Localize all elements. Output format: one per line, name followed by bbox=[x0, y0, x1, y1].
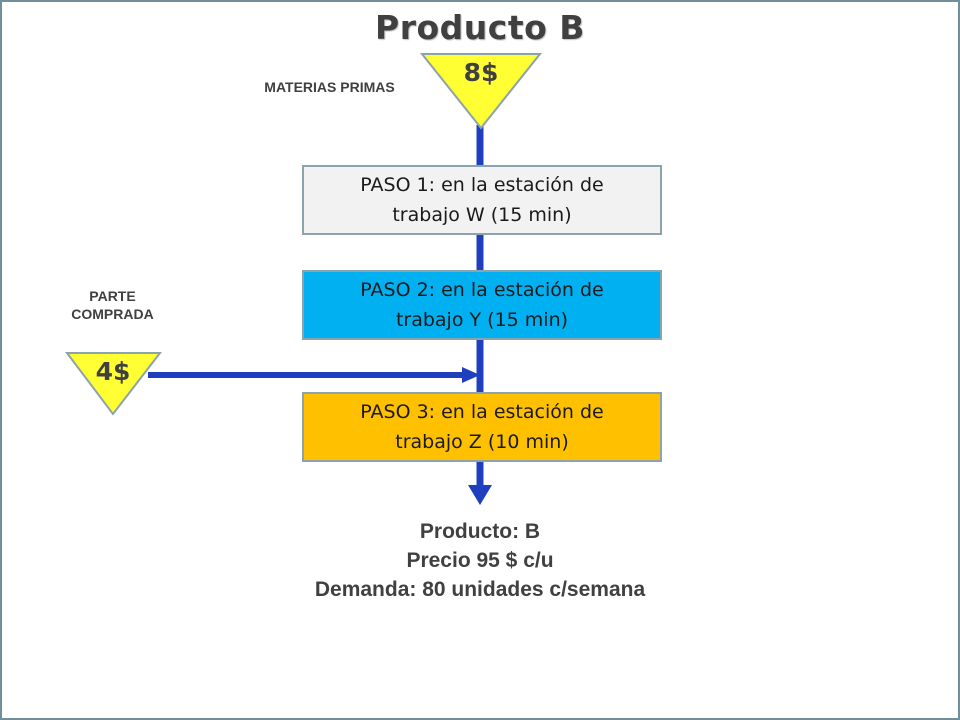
purchased-part-triangle bbox=[64, 352, 163, 416]
product-name: Producto: B bbox=[419, 520, 541, 543]
step-1-line2: trabajo W (15 min) bbox=[392, 204, 572, 226]
purchased-part-label: PARTE COMPRADA bbox=[45, 287, 180, 323]
step-3-line2: trabajo Z (10 min) bbox=[395, 431, 569, 453]
step-1-line1: PASO 1: en la estación de bbox=[360, 174, 604, 196]
raw-material-label: MATERIAS PRIMAS bbox=[264, 79, 395, 95]
product-price: Precio 95 $ c/u bbox=[406, 549, 554, 572]
step-3-line1: PASO 3: en la estación de bbox=[360, 401, 604, 423]
raw-material-cost: 8$ bbox=[463, 58, 499, 87]
purchased-part-label-line2: COMPRADA bbox=[71, 306, 154, 322]
step-box-1: PASO 1: en la estación de trabajo W (15 … bbox=[302, 165, 662, 235]
product-info: Producto: B Precio 95 $ c/u Demanda: 80 … bbox=[200, 517, 760, 604]
step-2-line1: PASO 2: en la estación de bbox=[360, 279, 604, 301]
step-box-2: PASO 2: en la estación de trabajo Y (15 … bbox=[302, 270, 662, 340]
step-2-line2: trabajo Y (15 min) bbox=[395, 309, 569, 331]
product-demand: Demanda: 80 unidades c/semana bbox=[314, 578, 646, 601]
purchased-part-label-line1: PARTE bbox=[89, 288, 136, 304]
flow-arrow-down bbox=[468, 485, 492, 505]
flow-arrow-right bbox=[462, 367, 480, 383]
step-box-3: PASO 3: en la estación de trabajo Z (10 … bbox=[302, 392, 662, 462]
purchased-part-cost: 4$ bbox=[95, 357, 131, 386]
raw-material-triangle bbox=[419, 53, 543, 130]
page-title: Producto B bbox=[375, 8, 585, 47]
